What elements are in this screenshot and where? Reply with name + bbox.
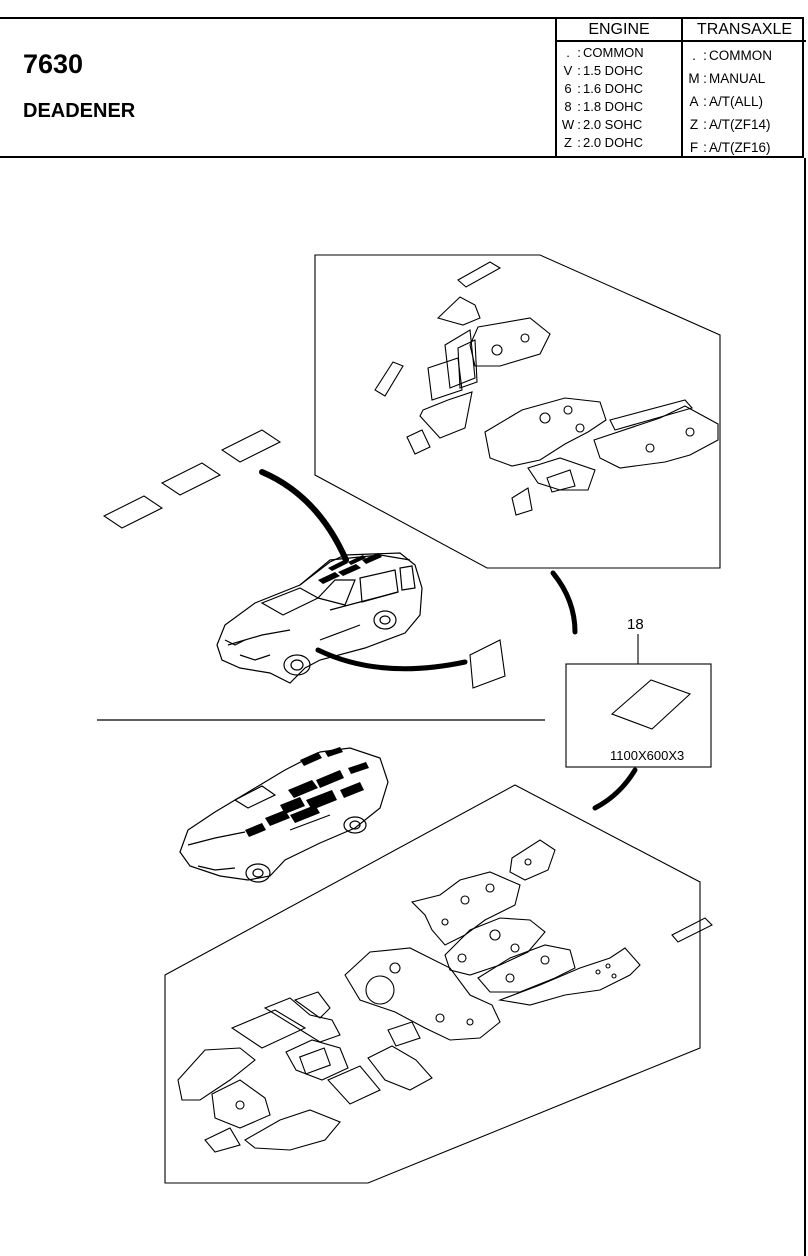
transaxle-legend-item: F:A/T(ZF16) [687,136,802,159]
header-bar [0,17,804,158]
sedan-vehicle-illustration [179,747,389,883]
legend-value: 1.6 DOHC [583,81,643,96]
legend-value: A/T(ZF14) [709,117,771,132]
transaxle-legend-list: .:COMMON M:MANUAL A:A/T(ALL) Z:A/T(ZF14)… [683,42,806,159]
part18-callout-leader [592,767,638,811]
legend-value: 1.8 DOHC [583,99,643,114]
legend-key: F [689,140,699,155]
engine-legend: ENGINE .:COMMON V:1.5 DOHC 6:1.6 DOHC 8:… [557,19,683,156]
lower-detail-panel-frame [164,784,701,1184]
part-number-label: 18 [627,616,644,633]
legend-key: . [566,45,570,60]
legend-key: M [688,71,700,86]
legend-value: 1.5 DOHC [583,63,643,78]
engine-legend-item: W:2.0 SOHC [561,117,643,132]
part18-sheet [610,679,692,730]
section-code: 7630 [23,49,84,79]
upper-panel-callout-leader [550,570,578,635]
lower-deadener-pieces [177,839,713,1153]
legend-key: . [692,48,696,63]
engine-legend-item: .:COMMON [561,44,677,62]
legend-key: A [689,94,699,109]
page-right-rule [804,158,806,1256]
transaxle-legend-item: Z:A/T(ZF14) [687,113,802,136]
roof-deadener-markers [318,553,382,584]
transaxle-legend: TRANSAXLE .:COMMON M:MANUAL A:A/T(ALL) Z… [683,19,806,156]
legend-value: COMMON [709,48,772,63]
engine-legend-title: ENGINE [557,19,681,42]
legend-value: COMMON [583,45,644,60]
side-deadener-pad [469,639,506,689]
legend-key: 6 [564,81,572,96]
engine-legend-list: .:COMMON V:1.5 DOHC 6:1.6 DOHC 8:1.8 DOH… [557,42,681,152]
engine-legend-item: V:1.5 DOHC [561,62,677,80]
section-name: DEADENER [23,100,136,122]
legend-value: A/T(ALL) [709,94,764,109]
floor-deadener-markers [245,747,369,837]
transaxle-legend-title: TRANSAXLE [683,19,806,42]
engine-legend-item: Z:2.0 DOHC [561,134,677,152]
roof-callout-leader [259,469,349,563]
code-legend-table: ENGINE .:COMMON V:1.5 DOHC 6:1.6 DOHC 8:… [555,19,806,156]
transaxle-legend-item: M:MANUAL [687,67,802,90]
wagon-vehicle-illustration [216,552,423,684]
deadener-exploded-diagram: 18 1100X600X3 [97,254,721,1184]
legend-key: 8 [564,99,572,114]
legend-value: 2.0 SOHC [583,117,643,132]
upper-deadener-pieces [374,261,719,516]
transaxle-legend-item: .:COMMON [687,44,802,67]
part18-box [565,663,712,768]
legend-value: MANUAL [709,71,766,86]
part-size-label: 1100X600X3 [610,748,684,763]
legend-value: A/T(ZF16) [709,140,771,155]
upper-detail-panel-frame [314,254,721,569]
legend-key: V [563,63,573,78]
transaxle-legend-item: A:A/T(ALL) [687,90,802,113]
legend-key: W [561,117,575,132]
side-callout-leader [315,647,468,672]
roof-deadener-pads [102,429,282,529]
legend-key: Z [689,117,699,132]
legend-key: Z [564,135,572,150]
engine-legend-item: 6:1.6 DOHC [561,80,677,98]
engine-legend-item: 8:1.8 DOHC [561,98,677,116]
legend-value: 2.0 DOHC [583,135,643,150]
